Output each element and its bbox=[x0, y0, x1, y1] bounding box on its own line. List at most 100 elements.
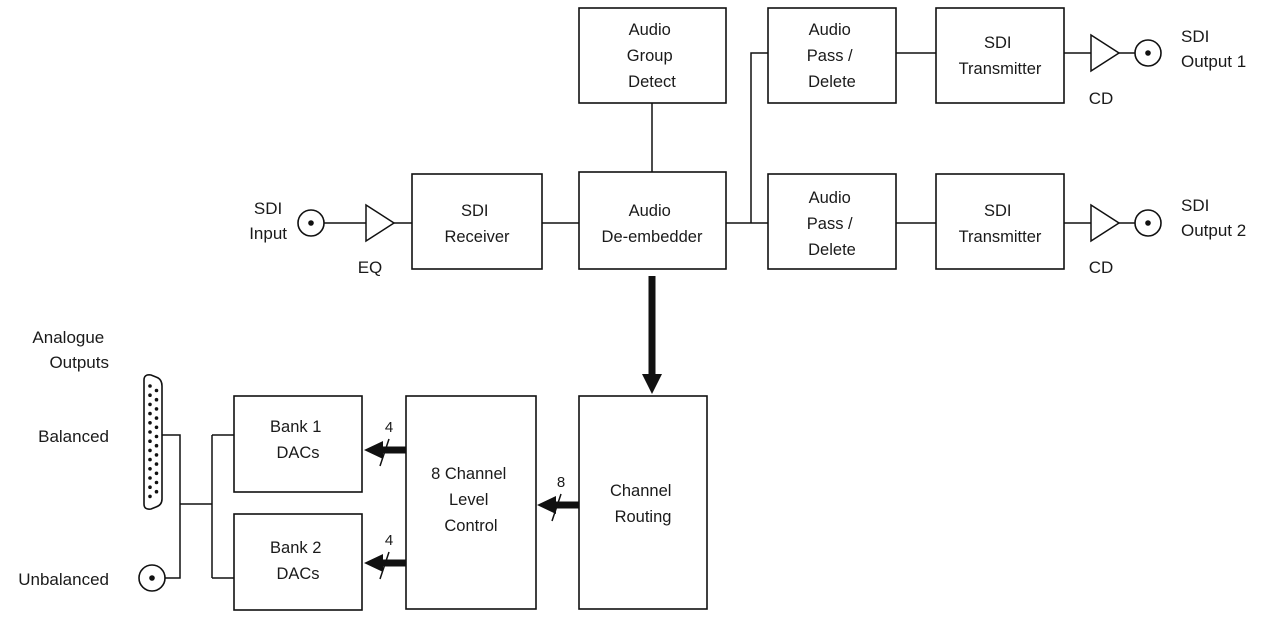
routing-line2: Routing bbox=[615, 508, 672, 526]
sdi-output1-label: SDI Output 1 bbox=[1181, 27, 1246, 71]
bus-slash-8 bbox=[551, 493, 562, 522]
unbalanced-label: Unbalanced bbox=[18, 570, 109, 589]
svg-text:Audio Pass / Delet: Audio Pass / Delete bbox=[807, 189, 857, 259]
sdi-output2-connector-icon bbox=[1134, 209, 1162, 237]
sdi-output2-label-line1: SDI bbox=[1181, 196, 1209, 215]
block-8-channel-level-control: 8 Channel Level Control bbox=[405, 395, 537, 610]
analogue-outputs-label: Analogue Outputs bbox=[32, 328, 109, 372]
transmitter-2-line2: Transmitter bbox=[959, 228, 1042, 246]
svg-text:Audio Pass / Delet: Audio Pass / Delete bbox=[807, 21, 857, 91]
pass-delete-1-line3: Delete bbox=[808, 73, 856, 91]
block-sdi-transmitter-2: SDI Transmitter bbox=[935, 173, 1065, 270]
multichannel-buses bbox=[364, 276, 662, 580]
pass-delete-2-line2: Pass / bbox=[807, 215, 853, 233]
bus-slash-4-bank1 bbox=[379, 438, 390, 467]
group-detect-line3: Detect bbox=[628, 73, 676, 91]
bus-arrowhead-bank1 bbox=[364, 441, 383, 459]
dsub-pin bbox=[154, 425, 159, 430]
bus-arrowhead-bank2 bbox=[364, 554, 383, 572]
group-detect-line1: Audio bbox=[629, 21, 671, 39]
svg-text:8 Channel Level Co: 8 Channel Level Control bbox=[431, 465, 511, 535]
bus-arrowhead-routing bbox=[642, 374, 662, 394]
deembedder-line1: Audio bbox=[629, 202, 671, 220]
svg-text:Bank 2 DACs: Bank 2 DACs bbox=[270, 539, 326, 583]
block-bank1-dacs: Bank 1 DACs bbox=[233, 395, 363, 493]
dsub-pin bbox=[148, 485, 152, 490]
dsub-pin bbox=[154, 489, 159, 494]
svg-text:Audio Group Detect: Audio Group Detect bbox=[627, 21, 677, 91]
block-bank2-dacs: Bank 2 DACs bbox=[233, 513, 363, 611]
cd1-driver-icon bbox=[1090, 33, 1121, 73]
dsub-pin bbox=[148, 421, 152, 425]
eq-label: EQ bbox=[358, 258, 383, 277]
level-control-line2: Level bbox=[449, 491, 488, 509]
pass-delete-2-line1: Audio bbox=[809, 189, 851, 207]
signal-wires bbox=[160, 52, 1135, 579]
svg-text:Channel Routing: Channel Routing bbox=[610, 482, 676, 526]
dsub-pin bbox=[148, 457, 152, 462]
level-control-line3: Control bbox=[444, 517, 497, 535]
deembedder-line2: De-embedder bbox=[602, 228, 703, 246]
cd1-label: CD bbox=[1089, 89, 1114, 108]
bus-label-4-bank2: 4 bbox=[385, 532, 393, 549]
dsub-pin bbox=[154, 471, 159, 476]
bus-slash-4-bank2 bbox=[379, 551, 390, 580]
analogue-outputs-line2: Outputs bbox=[49, 353, 109, 372]
bus-arrowhead-levelcontrol bbox=[537, 496, 556, 514]
transmitter-2-line1: SDI bbox=[984, 202, 1012, 220]
dsub-pin bbox=[154, 407, 159, 411]
block-audio-pass-delete-1: Audio Pass / Delete bbox=[767, 7, 897, 104]
pass-delete-1-line2: Pass / bbox=[807, 47, 853, 65]
block-channel-routing: Channel Routing bbox=[578, 395, 708, 610]
receiver-line2: Receiver bbox=[444, 228, 510, 246]
bus-label-8: 8 bbox=[557, 474, 565, 491]
dsub-pin bbox=[154, 462, 159, 466]
dsub-pin bbox=[148, 411, 152, 416]
wire-balanced-connector bbox=[160, 434, 181, 579]
dsub-pin bbox=[154, 397, 159, 402]
bank1-line2: DACs bbox=[276, 444, 319, 462]
bank1-line1: Bank 1 bbox=[270, 418, 321, 436]
dsub-pin bbox=[154, 480, 159, 485]
cd2-driver-icon bbox=[1090, 203, 1121, 243]
sdi-input-connector-icon bbox=[297, 209, 325, 237]
dsub-pin bbox=[148, 384, 152, 388]
dsub-pin bbox=[148, 476, 152, 480]
sdi-output1-label-line2: Output 1 bbox=[1181, 52, 1246, 71]
amplifiers bbox=[365, 33, 1121, 243]
eq-amplifier-icon bbox=[365, 203, 396, 243]
dsub-pin bbox=[148, 402, 152, 407]
dsub-pin bbox=[148, 393, 152, 398]
dsub-pin bbox=[148, 439, 152, 444]
bus-label-4-bank1: 4 bbox=[385, 419, 393, 436]
block-audio-group-detect: Audio Group Detect bbox=[578, 7, 727, 104]
dsub-pin bbox=[154, 453, 159, 457]
group-detect-line2: Group bbox=[627, 47, 673, 65]
receiver-line1: SDI bbox=[461, 202, 489, 220]
level-control-line1: 8 Channel bbox=[431, 465, 506, 483]
analogue-outputs-line1: Analogue bbox=[32, 328, 104, 347]
dsub-connector-icon bbox=[143, 374, 163, 510]
transmitter-1-line2: Transmitter bbox=[959, 60, 1042, 78]
dsub-pin bbox=[148, 467, 152, 471]
bank2-line1: Bank 2 bbox=[270, 539, 321, 557]
block-audio-pass-delete-2: Audio Pass / Delete bbox=[767, 173, 897, 270]
dsub-pin bbox=[154, 388, 159, 393]
sdi-input-label: SDI Input bbox=[249, 199, 287, 243]
block-sdi-transmitter-1: SDI Transmitter bbox=[935, 7, 1065, 104]
dsub-pin bbox=[154, 416, 159, 420]
sdi-output2-label-line2: Output 2 bbox=[1181, 221, 1246, 240]
transmitter-1-line1: SDI bbox=[984, 34, 1012, 52]
cd2-label: CD bbox=[1089, 258, 1114, 277]
sdi-output2-label: SDI Output 2 bbox=[1181, 196, 1246, 240]
sdi-output1-label-line1: SDI bbox=[1181, 27, 1209, 46]
dsub-pin bbox=[154, 434, 159, 439]
wire-splitter-passdelete1 bbox=[750, 52, 768, 223]
routing-line1: Channel bbox=[610, 482, 671, 500]
dsub-pin bbox=[148, 430, 152, 434]
dsub-pin bbox=[148, 448, 152, 453]
pass-delete-2-line3: Delete bbox=[808, 241, 856, 259]
svg-text:SDI Transmitter: SDI Transmitter bbox=[959, 202, 1042, 246]
block-audio-deembedder: Audio De-embedder bbox=[578, 171, 727, 270]
